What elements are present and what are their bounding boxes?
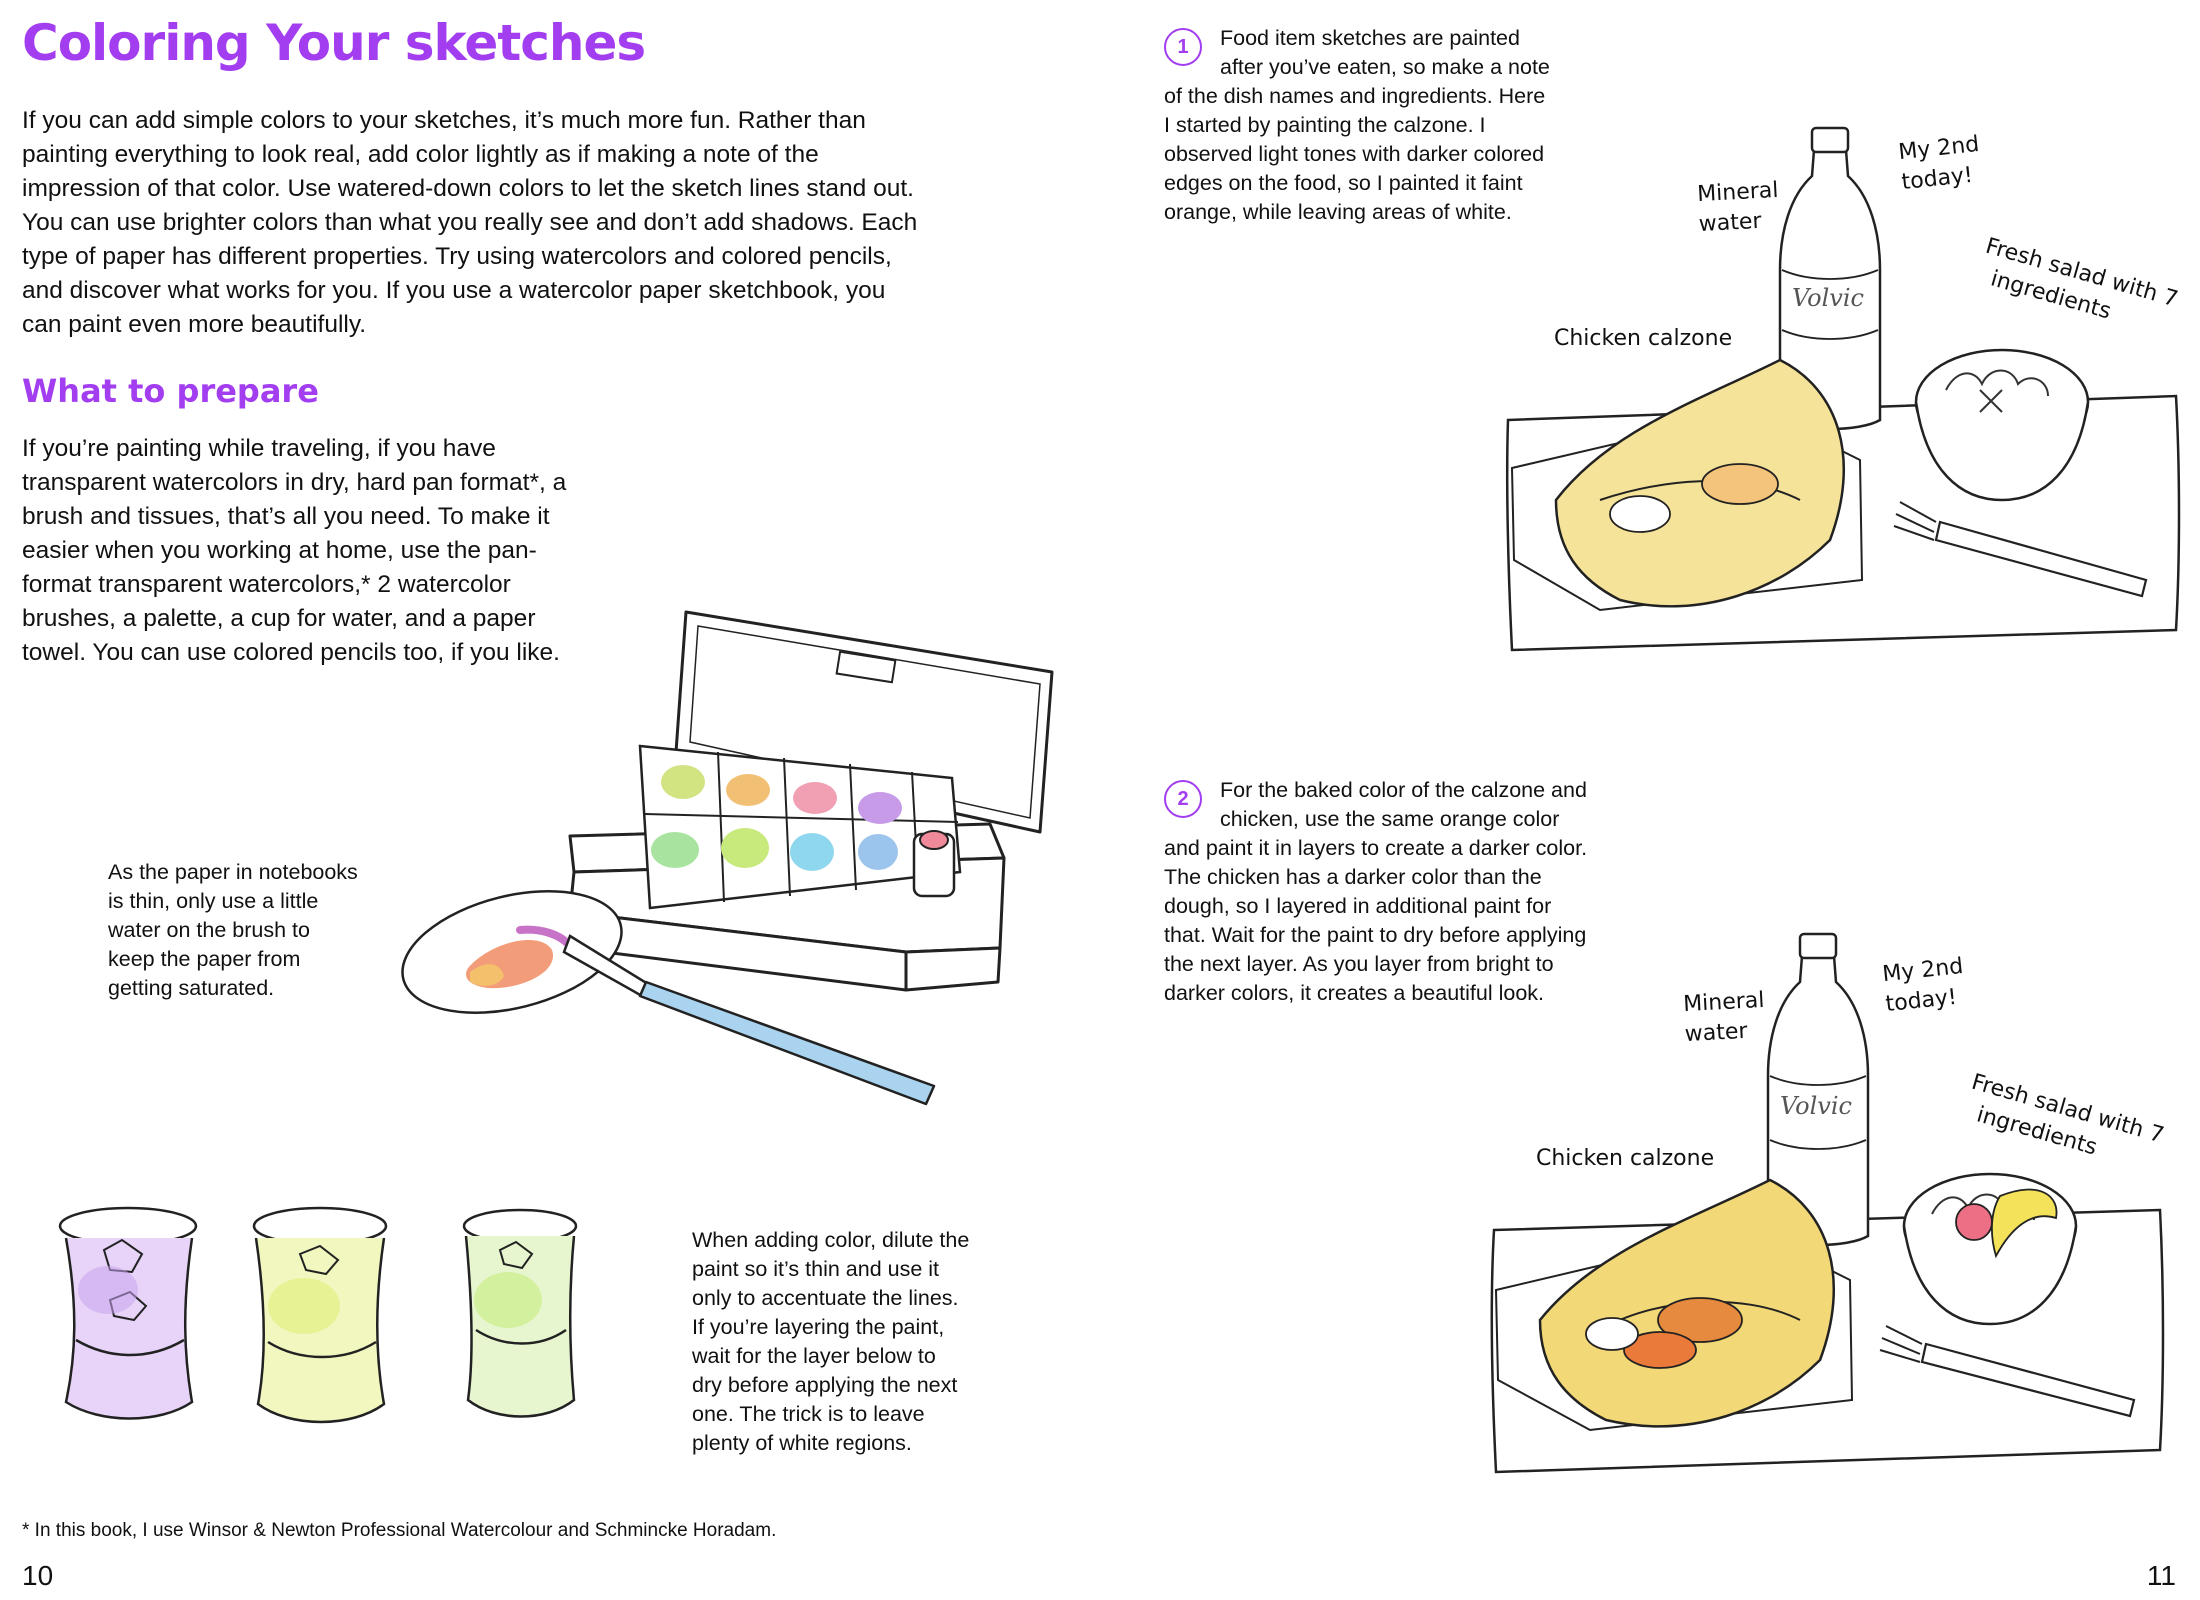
text-line: can paint even more beautifully. [22, 311, 367, 338]
page-number-left: 10 [22, 1560, 54, 1591]
text-line: only to accentuate the lines. [692, 1286, 959, 1310]
label-mineral-water-2: Mineral water [1682, 986, 1766, 1050]
text-line: type of paper has different properties. … [22, 243, 892, 270]
text-line: Food item sketches are painted [1220, 26, 1520, 50]
text-line: of the dish names and ingredients. Here [1164, 84, 1546, 108]
text-line: As the paper in notebooks [108, 860, 358, 884]
text-line: orange, while leaving areas of white. [1164, 200, 1512, 224]
label-salad-2: Fresh salad with 7 ingredients [1960, 1068, 2168, 1180]
paper-note: As the paper in notebooks is thin, only … [108, 858, 358, 1003]
text-line: easier when you working at home, use the… [22, 537, 537, 564]
step-2-text: For the baked color of the calzone and c… [1164, 776, 1587, 1008]
prepare-paragraph: If you’re painting while traveling, if y… [22, 432, 566, 670]
text-line: edges on the food, so I painted it faint [1164, 171, 1523, 195]
text-line: chicken, use the same orange color [1220, 807, 1560, 831]
text-line: water [1698, 208, 1763, 238]
text-line: the next layer. As you layer from bright… [1164, 952, 1554, 976]
text-line: Mineral [1696, 177, 1780, 208]
text-line: If you’re painting while traveling, if y… [22, 435, 496, 462]
text-line: The chicken has a darker color than the [1164, 865, 1542, 889]
text-line: towel. You can use colored pencils too, … [22, 639, 560, 666]
intro-paragraph: If you can add simple colors to your ske… [22, 104, 917, 342]
text-line: is thin, only use a little [108, 889, 319, 913]
text-line: brush and tissues, that’s all you need. … [22, 503, 550, 530]
step-1-badge: 1 [1164, 28, 1202, 66]
label-salad-1: Fresh salad with 7 ingredients [1974, 232, 2182, 344]
text-line: I started by painting the calzone. I [1164, 113, 1486, 137]
text-line: If you can add simple colors to your ske… [22, 107, 866, 134]
step-2-badge: 2 [1164, 780, 1202, 818]
text-line: paint so it’s thin and use it [692, 1257, 940, 1281]
text-line: water [1684, 1018, 1749, 1048]
bottle-brand-1: Volvic [1792, 284, 1864, 312]
text-line: dry before applying the next [692, 1373, 958, 1397]
text-line: getting saturated. [108, 976, 275, 1000]
text-line: transparent watercolors in dry, hard pan… [22, 469, 567, 496]
cup-violet [58, 1206, 198, 1420]
text-line: plenty of white regions. [692, 1431, 912, 1455]
footnote: * In this book, I use Winsor & Newton Pr… [22, 1520, 777, 1541]
cup-yellow [252, 1206, 388, 1424]
text-line: You can use brighter colors than what yo… [22, 209, 918, 236]
text-line: format transparent watercolors,* 2 water… [22, 571, 511, 598]
label-mineral-water-1: Mineral water [1696, 176, 1780, 240]
text-line: water on the brush to [108, 918, 310, 942]
text-line: and discover what works for you. If you … [22, 277, 886, 304]
text-line: wait for the layer below to [692, 1344, 936, 1368]
label-second-today-1: My 2nd today! [1897, 130, 1984, 198]
text-line: impression of that color. Use watered-do… [22, 175, 914, 202]
text-line: observed light tones with darker colored [1164, 142, 1545, 166]
text-line: that. Wait for the paint to dry before a… [1164, 923, 1587, 947]
text-line: after you’ve eaten, so make a note [1220, 55, 1550, 79]
label-second-today-2: My 2nd today! [1881, 952, 1968, 1020]
text-line: and paint it in layers to create a darke… [1164, 836, 1588, 860]
cup-green [462, 1208, 578, 1418]
page-number-right: 11 [2146, 1560, 2176, 1591]
text-line: brushes, a palette, a cup for water, and… [22, 605, 536, 632]
step-1-text: Food item sketches are painted after you… [1164, 24, 1550, 227]
label-calzone-2: Chicken calzone [1536, 1146, 1715, 1171]
text-line: When adding color, dilute the [692, 1228, 970, 1252]
text-line: For the baked color of the calzone and [1220, 778, 1587, 802]
page-title: Coloring Your sketches [22, 14, 646, 72]
bottle-brand-2: Volvic [1780, 1092, 1852, 1120]
text-line: darker colors, it creates a beautiful lo… [1164, 981, 1545, 1005]
label-calzone-1: Chicken calzone [1554, 326, 1733, 351]
text-line: painting everything to look real, add co… [22, 141, 819, 168]
dilute-note: When adding color, dilute the paint so i… [692, 1226, 969, 1458]
text-line: dough, so I layered in additional paint … [1164, 894, 1552, 918]
text-line: keep the paper from [108, 947, 301, 971]
text-line: If you’re layering the paint, [692, 1315, 945, 1339]
text-line: Mineral [1682, 987, 1766, 1018]
section-heading: What to prepare [22, 372, 319, 410]
text-line: one. The trick is to leave [692, 1402, 925, 1426]
